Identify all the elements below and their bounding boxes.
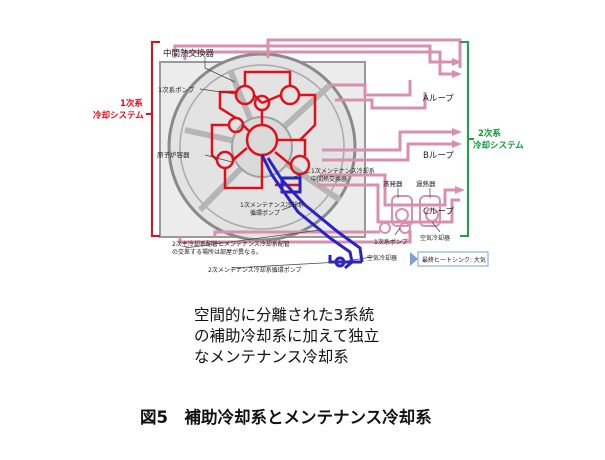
crossing-note-line1: 2次主冷却系配管とメンテナンス冷却系配管 — [172, 240, 290, 248]
caption-line-2: の補助冷却系に加えて独立 — [194, 327, 380, 345]
superheater-label: 過熱器 — [416, 179, 436, 188]
primary-maint-hx-label-line1: 1次メンテナンス冷却系 — [311, 167, 375, 175]
primary-system-label-line2: 冷却システム — [93, 110, 144, 121]
caption-line-1: 空間的に分離された3系統 — [194, 306, 375, 324]
heat-sink-label: 最終ヒートシンク: 大気 — [422, 256, 486, 264]
caption-line-3: なメンテナンス冷却系 — [194, 348, 349, 366]
loop-arrowheads — [452, 58, 465, 194]
loop-a-label: Aループ — [423, 94, 454, 104]
secondary-system-label-line1: 2次系 — [478, 128, 501, 139]
secondary-maint-pump-label: 2次メンテナンス冷却系循環ポンプ — [208, 266, 302, 274]
secondary-pump-label: 1次系ポンプ — [374, 238, 408, 246]
heat-sink-arrow — [410, 251, 489, 267]
primary-maint-hx-label-line2: 中間熱交換器 — [311, 175, 347, 183]
loop-b-label: Bループ — [423, 151, 454, 161]
primary-system-bracket — [146, 41, 160, 237]
secondary-loop-piping — [173, 38, 462, 244]
secondary-system-label-line2: 冷却システム — [473, 140, 524, 151]
primary-system-label-line1: 1次系 — [120, 98, 143, 109]
primary-maint-pump-label-line1: 1次メンテナンス冷却系 — [240, 201, 304, 209]
leader-lines — [184, 57, 441, 269]
secondary-system-bracket — [460, 41, 474, 237]
primary-pump-label: 1次系ポンプ — [158, 85, 195, 94]
caption: 空間的に分離された3系統 の補助冷却系に加えて独立 なメンテナンス冷却系 — [194, 305, 379, 368]
figure-title: 図5 補助冷却系とメンテナンス冷却系 — [140, 408, 432, 427]
evaporator-label: 蒸発器 — [383, 179, 403, 188]
maint-air-cooler-label: 空気冷却器 — [367, 254, 397, 262]
primary-maint-pump-label-line2: 循環ポンプ — [250, 209, 280, 217]
intermediate-hx-label: 中間熱交換器 — [163, 48, 215, 59]
loop-c-label: Cループ — [423, 207, 454, 217]
crossing-note-line2: の交差する場所は部屋が異なる。 — [172, 248, 262, 256]
air-cooler-label: 空気冷却器 — [420, 234, 450, 242]
reactor-vessel-label: 原子炉容器 — [157, 150, 190, 159]
